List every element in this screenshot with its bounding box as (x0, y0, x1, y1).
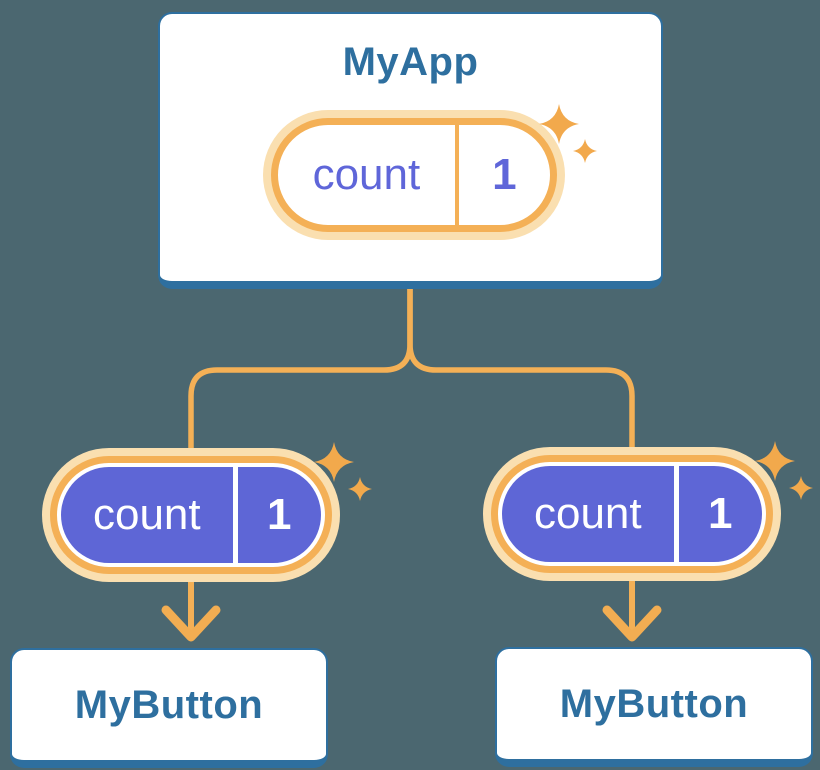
state-key-label: count (502, 466, 674, 562)
state-value-label: 1 (237, 467, 321, 563)
component-title: MyButton (74, 682, 264, 727)
connector-root-to-right (407, 289, 635, 450)
state-key-label: count (312, 150, 421, 199)
state-pill-ring: count 1 (50, 456, 332, 574)
component-title: MyApp (342, 40, 479, 84)
sparkle-icon (314, 442, 372, 501)
arrow-down-icon (161, 605, 221, 642)
sparkle-icon (539, 104, 597, 163)
component-card-mybutton-right: MyButton (495, 647, 813, 767)
component-card-mybutton-left: MyButton (10, 648, 328, 768)
state-value-label: 1 (492, 150, 517, 199)
state-pill-right-child: count 1 (483, 441, 813, 581)
component-title: MyButton (559, 681, 749, 726)
state-value-label: 1 (678, 466, 762, 562)
state-pill-left-child: count 1 (42, 442, 372, 582)
arrow-down-icon (602, 605, 662, 642)
state-pill-root: count 1 (263, 104, 597, 240)
pill-divider (454, 125, 459, 225)
state-key-label: count (61, 467, 233, 563)
state-pill-ring: count 1 (491, 455, 773, 573)
sparkle-icon (755, 441, 813, 500)
state-pill-ring: count 1 (271, 118, 557, 232)
connector-root-to-left (188, 289, 413, 450)
